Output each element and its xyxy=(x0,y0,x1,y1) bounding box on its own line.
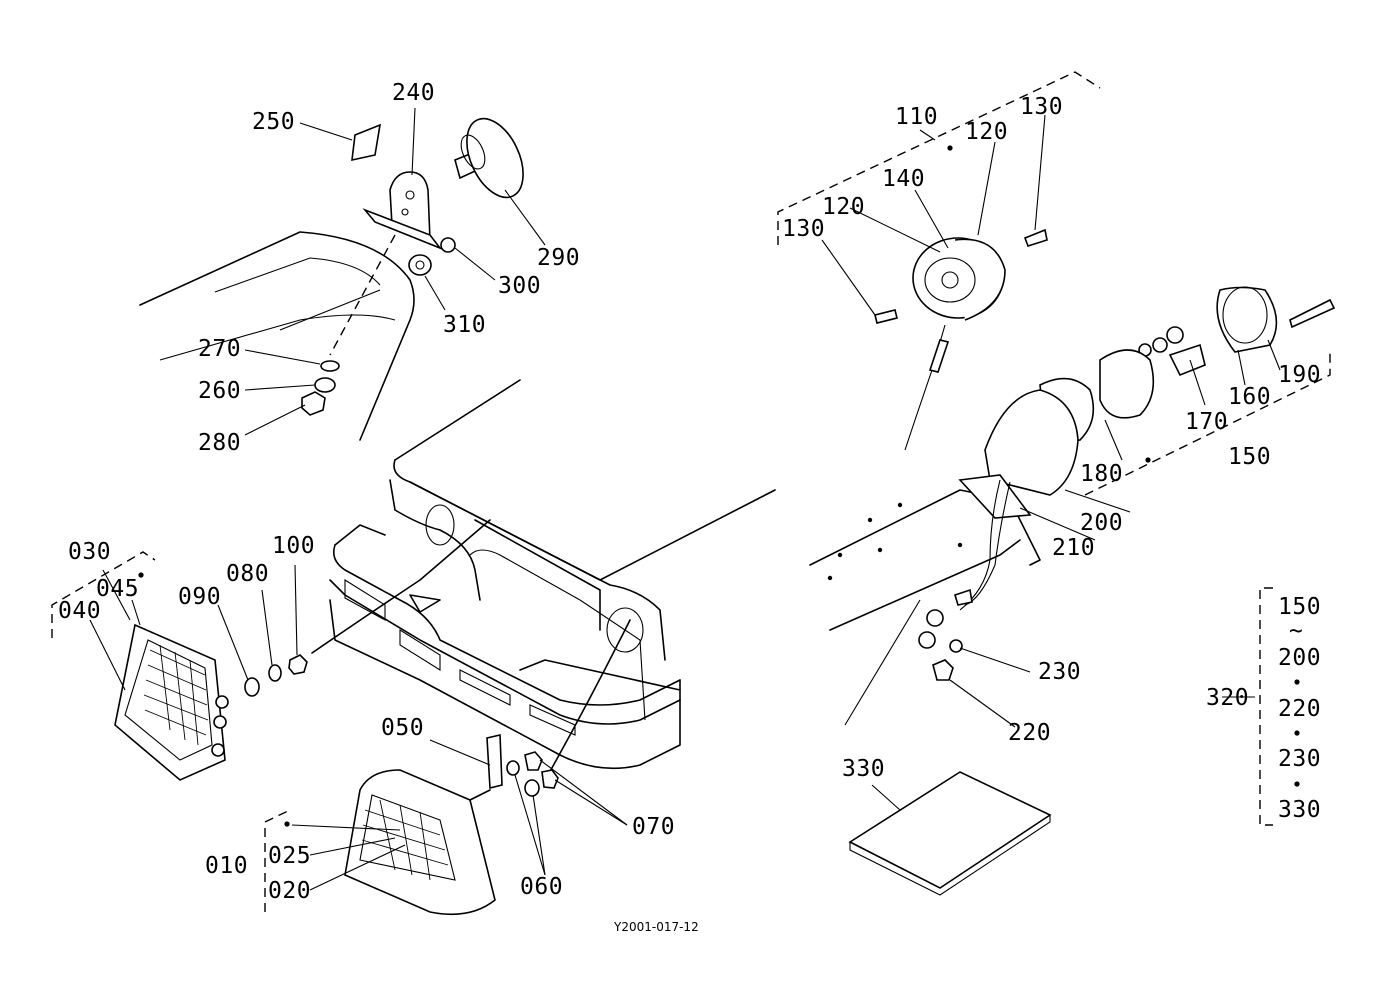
label-part-080: 080 xyxy=(226,561,270,587)
legend-item-150: 150 xyxy=(1278,594,1322,620)
reference-dots xyxy=(138,145,1300,827)
nuts-060-070 xyxy=(506,751,559,797)
nuts-270-260-280 xyxy=(301,360,340,416)
label-part-130-top: 130 xyxy=(1020,94,1064,120)
legend-dot-3: • xyxy=(1290,770,1299,784)
legend-item-230: 230 xyxy=(1278,746,1322,772)
legend-item-330: 330 xyxy=(1278,797,1322,823)
fender-outline xyxy=(139,231,415,441)
label-part-060: 060 xyxy=(520,874,564,900)
legend-item-200: 200 xyxy=(1278,645,1322,671)
label-part-300: 300 xyxy=(498,273,542,299)
legend-item-tilde: ~ xyxy=(1289,618,1304,644)
manual-sheet xyxy=(848,771,1052,896)
washers-090-080-100 xyxy=(244,519,491,697)
drawing-code: Y2001-017-12 xyxy=(614,920,699,934)
label-part-050: 050 xyxy=(381,715,425,741)
label-part-110: 110 xyxy=(895,104,939,130)
label-part-230: 230 xyxy=(1038,659,1082,685)
label-part-220: 220 xyxy=(1008,720,1052,746)
label-part-020: 020 xyxy=(268,878,312,904)
label-part-040: 040 xyxy=(58,598,102,624)
label-part-310: 310 xyxy=(443,312,487,338)
label-part-270: 270 xyxy=(198,336,242,362)
label-part-290: 290 xyxy=(537,245,581,271)
label-part-250: 250 xyxy=(252,109,296,135)
label-part-170: 170 xyxy=(1185,409,1229,435)
front-lamp-lower xyxy=(344,619,631,916)
label-part-260: 260 xyxy=(198,378,242,404)
legend-item-220: 220 xyxy=(1278,696,1322,722)
label-part-120-top: 120 xyxy=(965,119,1009,145)
group-brackets xyxy=(51,71,1331,912)
horn-assembly xyxy=(329,117,524,356)
label-part-190: 190 xyxy=(1278,362,1322,388)
label-part-130-left: 130 xyxy=(782,216,826,242)
label-part-100: 100 xyxy=(272,533,316,559)
label-part-200: 200 xyxy=(1080,510,1124,536)
label-part-120-left: 120 xyxy=(822,194,866,220)
frame-right xyxy=(809,489,1041,726)
rear-lamp-assembly xyxy=(874,228,1336,681)
label-part-045: 045 xyxy=(96,576,140,602)
label-part-280: 280 xyxy=(198,430,242,456)
label-part-150: 150 xyxy=(1228,444,1272,470)
label-part-240: 240 xyxy=(392,80,436,106)
head-lamp-left xyxy=(114,623,229,781)
label-part-160: 160 xyxy=(1228,384,1272,410)
label-part-180: 180 xyxy=(1080,461,1124,487)
legend-dot-2: • xyxy=(1290,719,1299,733)
legend-group-label: 320 xyxy=(1206,685,1250,711)
label-part-025: 025 xyxy=(268,843,312,869)
label-part-140: 140 xyxy=(882,166,926,192)
label-part-330: 330 xyxy=(842,756,886,782)
label-part-030: 030 xyxy=(68,539,112,565)
label-part-090: 090 xyxy=(178,584,222,610)
label-part-210: 210 xyxy=(1052,535,1096,561)
label-part-010: 010 xyxy=(205,853,249,879)
hood-body xyxy=(329,379,776,770)
legend-dot-1: • xyxy=(1290,668,1299,682)
leader-lines xyxy=(89,107,1281,891)
label-part-070: 070 xyxy=(632,814,676,840)
